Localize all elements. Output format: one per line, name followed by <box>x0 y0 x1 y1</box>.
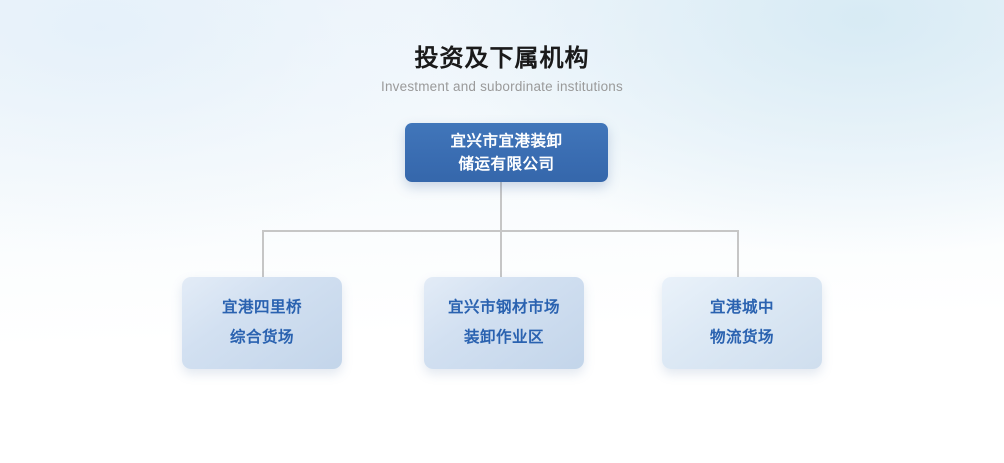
connector-drop-3 <box>737 230 739 278</box>
connector-drop-2 <box>500 230 502 278</box>
page-title: 投资及下属机构 <box>414 45 590 72</box>
page-subtitle: Investment and subordinate institutions <box>381 79 623 94</box>
org-node-root-label: 宜兴市宜港装卸 储运有限公司 <box>450 132 563 173</box>
org-node-child-2-label: 宜兴市钢材市场 装卸作业区 <box>447 299 560 346</box>
org-node-child-3-label: 宜港城中 物流货场 <box>709 299 774 346</box>
org-node-child-1-label: 宜港四里桥 综合货场 <box>221 299 302 346</box>
connector-drop-1 <box>262 230 264 278</box>
org-node-child-2[interactable]: 宜兴市钢材市场 装卸作业区 <box>424 277 584 369</box>
page-heading: 投资及下属机构 Investment and subordinate insti… <box>0 44 1004 96</box>
org-node-child-1[interactable]: 宜港四里桥 综合货场 <box>182 277 342 369</box>
org-node-root[interactable]: 宜兴市宜港装卸 储运有限公司 <box>405 123 608 182</box>
org-node-child-3[interactable]: 宜港城中 物流货场 <box>662 277 822 369</box>
connector-root-stem <box>500 181 502 231</box>
